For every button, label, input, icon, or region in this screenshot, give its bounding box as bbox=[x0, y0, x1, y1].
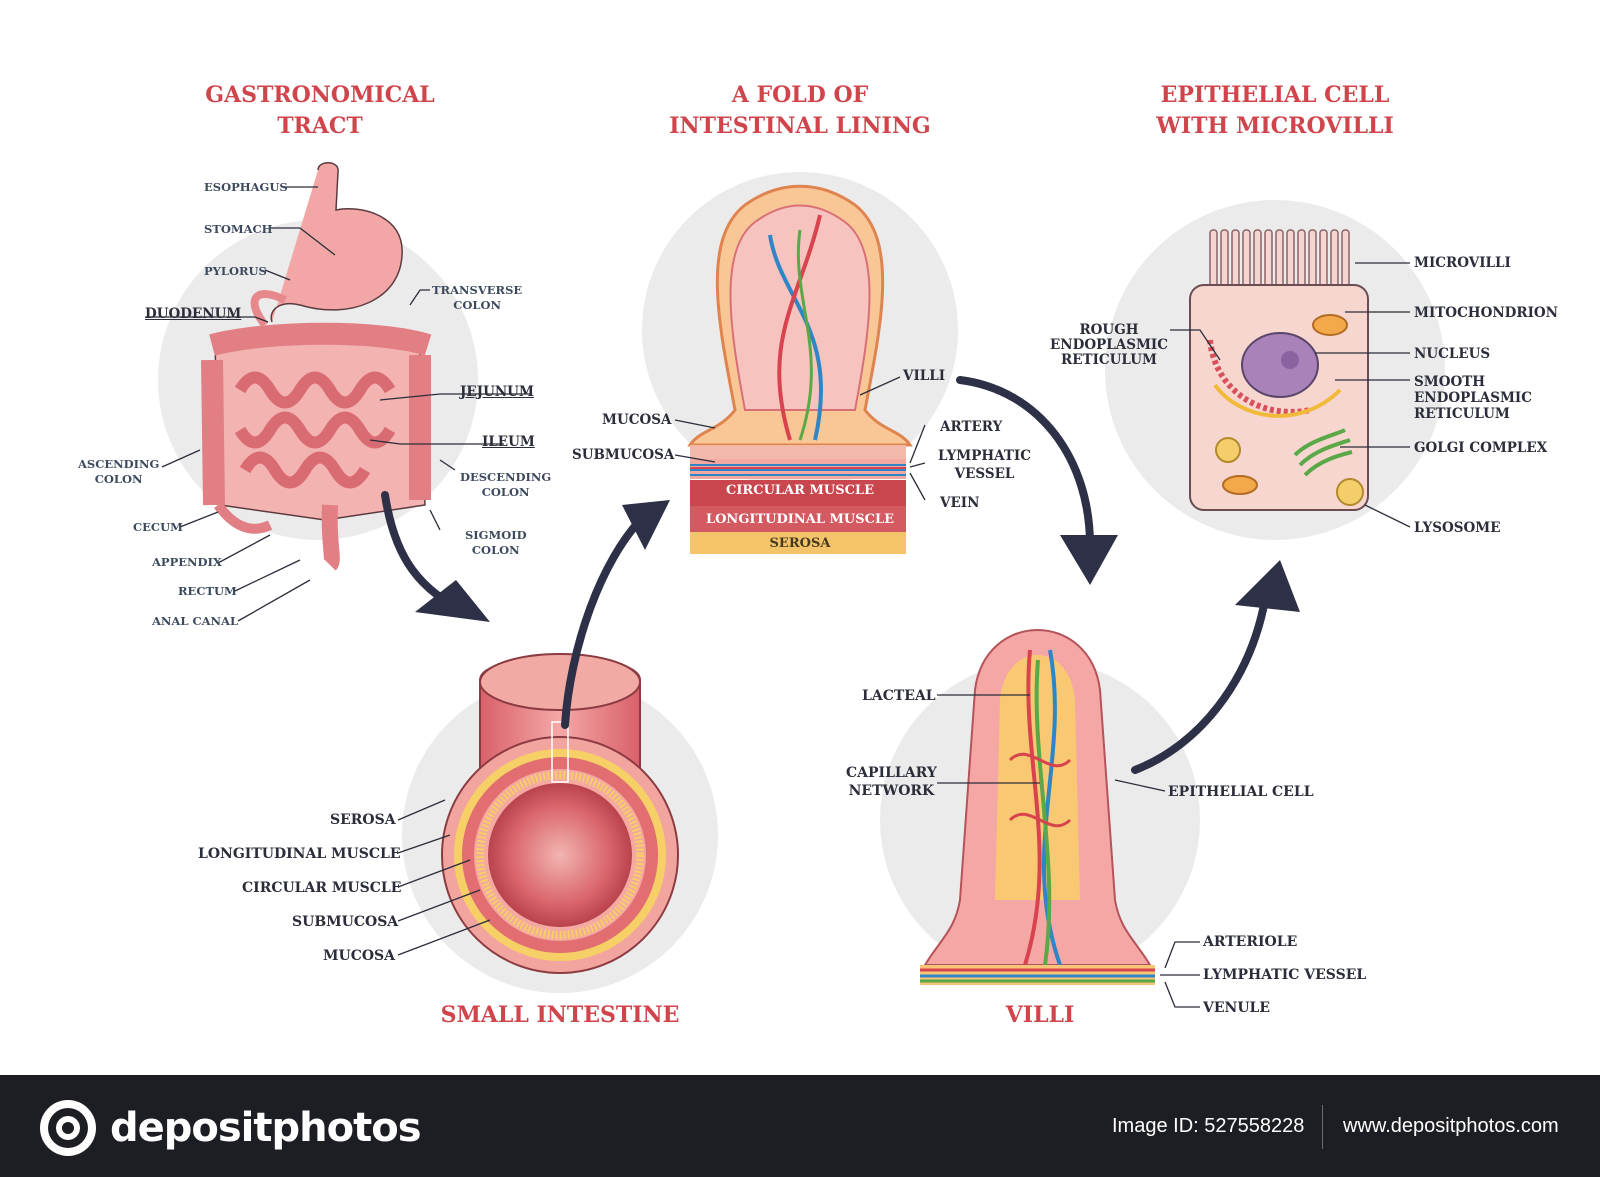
label-sigmoid-colon-line2: COLON bbox=[471, 543, 520, 557]
label-fold-mucosa: MUCOSA bbox=[602, 412, 672, 428]
label-rough-er-line3: RETICULUM bbox=[1061, 352, 1157, 368]
label-nucleus: NUCLEUS bbox=[1414, 346, 1491, 362]
label-capillary-network-line2: NETWORK bbox=[848, 783, 935, 799]
camera-logo-icon bbox=[40, 1100, 96, 1156]
nucleus bbox=[1241, 332, 1319, 398]
label-epithelial-cell: EPITHELIAL CELL bbox=[1168, 784, 1314, 800]
cell-title-line2: WITH MICROVILLI bbox=[1156, 113, 1394, 139]
label-arteriole: ARTERIOLE bbox=[1203, 934, 1298, 950]
label-smooth-er: SMOOTH ENDOPLASMIC RETICULUM bbox=[1414, 374, 1532, 422]
label-smooth-er-line3: RETICULUM bbox=[1414, 406, 1510, 422]
label-smooth-er-line1: SMOOTH bbox=[1414, 374, 1486, 390]
mucosa-layer bbox=[690, 445, 906, 459]
label-si-mucosa: MUCOSA bbox=[323, 948, 396, 964]
band-longitudinal-muscle: LONGITUDINAL MUSCLE bbox=[705, 512, 895, 527]
fold-title-line2: INTESTINAL LINING bbox=[669, 113, 931, 139]
label-rough-er-line1: ROUGH bbox=[1079, 322, 1139, 338]
label-venule: VENULE bbox=[1203, 1000, 1271, 1016]
label-si-serosa: SEROSA bbox=[330, 812, 396, 828]
label-villi-lymphatic-vessel: LYMPHATIC VESSEL bbox=[1203, 967, 1367, 983]
label-fold-villi: VILLI bbox=[903, 368, 946, 384]
small-intestine-illustration bbox=[441, 653, 679, 974]
label-golgi: GOLGI COMPLEX bbox=[1414, 440, 1548, 456]
label-ileum: ILEUM bbox=[482, 434, 535, 450]
label-descending-colon-line1: DESCENDING bbox=[460, 470, 552, 484]
label-fold-submucosa: SUBMUCOSA bbox=[572, 447, 675, 463]
label-smooth-er-line2: ENDOPLASMIC bbox=[1414, 390, 1532, 406]
label-rectum: RECTUM bbox=[178, 584, 237, 598]
label-fold-vein: VEIN bbox=[940, 495, 980, 511]
label-transverse-colon: TRANSVERSE COLON bbox=[432, 283, 522, 313]
arrow-villi-to-cell bbox=[1131, 596, 1269, 774]
label-fold-lymphatic-vessel: LYMPHATIC VESSEL bbox=[938, 447, 1031, 483]
fold-title-line1: A FOLD OF bbox=[731, 82, 869, 108]
tract-title-line2: TRACT bbox=[277, 113, 363, 139]
brand-name: depositphotos bbox=[110, 1105, 422, 1151]
label-duodenum: DUODENUM bbox=[145, 306, 242, 322]
label-fold-artery: ARTERY bbox=[940, 419, 1003, 435]
small-intestine-title: SMALL INTESTINE bbox=[440, 1002, 680, 1028]
website-link[interactable]: www.depositphotos.com bbox=[1343, 1115, 1559, 1137]
label-mitochondrion: MITOCHONDRION bbox=[1414, 305, 1559, 321]
label-sigmoid-colon: SIGMOID COLON bbox=[465, 528, 527, 558]
label-esophagus: ESOPHAGUS bbox=[204, 180, 288, 194]
label-si-circular-muscle: CIRCULAR MUSCLE bbox=[242, 880, 402, 896]
image-id: Image ID: 527558228 bbox=[1112, 1115, 1305, 1137]
label-fold-lymphatic-vessel-line2: VESSEL bbox=[954, 466, 1015, 482]
mitochondrion bbox=[1312, 314, 1348, 336]
label-cecum: CECUM bbox=[133, 520, 183, 534]
label-fold-lymphatic-vessel-line1: LYMPHATIC bbox=[938, 448, 1031, 464]
band-circular-muscle: CIRCULAR MUSCLE bbox=[726, 483, 874, 498]
label-si-submucosa: SUBMUCOSA bbox=[292, 914, 399, 930]
label-ascending-colon-line1: ASCENDING bbox=[78, 457, 160, 471]
label-transverse-colon-line2: COLON bbox=[453, 298, 501, 312]
arrow-heads bbox=[415, 500, 1300, 622]
label-lacteal: LACTEAL bbox=[862, 688, 936, 704]
label-microvilli: MICROVILLI bbox=[1414, 255, 1511, 271]
footer-bar: depositphotos Image ID: 527558228 www.de… bbox=[0, 1075, 1600, 1177]
label-jejunum: JEJUNUM bbox=[460, 384, 534, 400]
band-serosa: SEROSA bbox=[769, 536, 831, 551]
fold-title: A FOLD OF INTESTINAL LINING bbox=[630, 80, 970, 142]
label-appendix: APPENDIX bbox=[152, 555, 222, 569]
serosa-layer bbox=[690, 532, 906, 554]
label-transverse-colon-line1: TRANSVERSE bbox=[432, 283, 523, 297]
longitudinal-muscle-layer bbox=[690, 506, 906, 532]
label-capillary-network-line1: CAPILLARY bbox=[846, 765, 937, 781]
label-rough-er: ROUGH ENDOPLASMIC RETICULUM bbox=[1050, 323, 1168, 368]
intestinal-fold-illustration bbox=[687, 184, 913, 554]
label-anal-canal: ANAL CANAL bbox=[152, 614, 239, 628]
label-si-longitudinal-muscle: LONGITUDINAL MUSCLE bbox=[198, 846, 401, 862]
diagram-artwork bbox=[145, 162, 1445, 1008]
epithelial-cell-illustration bbox=[1189, 229, 1369, 511]
cell-title: EPITHELIAL CELL WITH MICROVILLI bbox=[1110, 80, 1440, 142]
label-ascending-colon-line2: COLON bbox=[94, 472, 143, 486]
label-capillary-network: CAPILLARY NETWORK bbox=[846, 764, 937, 800]
cell-title-line1: EPITHELIAL CELL bbox=[1160, 82, 1390, 108]
footer-divider bbox=[1322, 1105, 1323, 1149]
label-rough-er-line2: ENDOPLASMIC bbox=[1050, 337, 1168, 353]
tract-title-line1: GASTRONOMICAL bbox=[205, 82, 435, 108]
label-descending-colon-line2: COLON bbox=[481, 485, 530, 499]
label-lysosome: LYSOSOME bbox=[1414, 520, 1501, 536]
villi-title: VILLI bbox=[1005, 1002, 1075, 1028]
arrow-intestine-to-fold bbox=[561, 511, 649, 729]
leader-lines bbox=[145, 186, 1411, 1008]
label-sigmoid-colon-line1: SIGMOID bbox=[465, 528, 527, 542]
lysosome bbox=[1336, 478, 1364, 506]
label-descending-colon: DESCENDING COLON bbox=[460, 470, 551, 500]
label-ascending-colon: ASCENDING COLON bbox=[78, 457, 159, 487]
label-pylorus: PYLORUS bbox=[204, 264, 267, 278]
arrow-fold-to-villi bbox=[956, 376, 1094, 549]
gastro-tract-illustration bbox=[201, 162, 432, 571]
label-stomach: STOMACH bbox=[204, 222, 273, 236]
tract-title: GASTRONOMICAL TRACT bbox=[160, 80, 480, 142]
circular-muscle-layer bbox=[690, 480, 906, 506]
villus-illustration bbox=[920, 629, 1155, 985]
